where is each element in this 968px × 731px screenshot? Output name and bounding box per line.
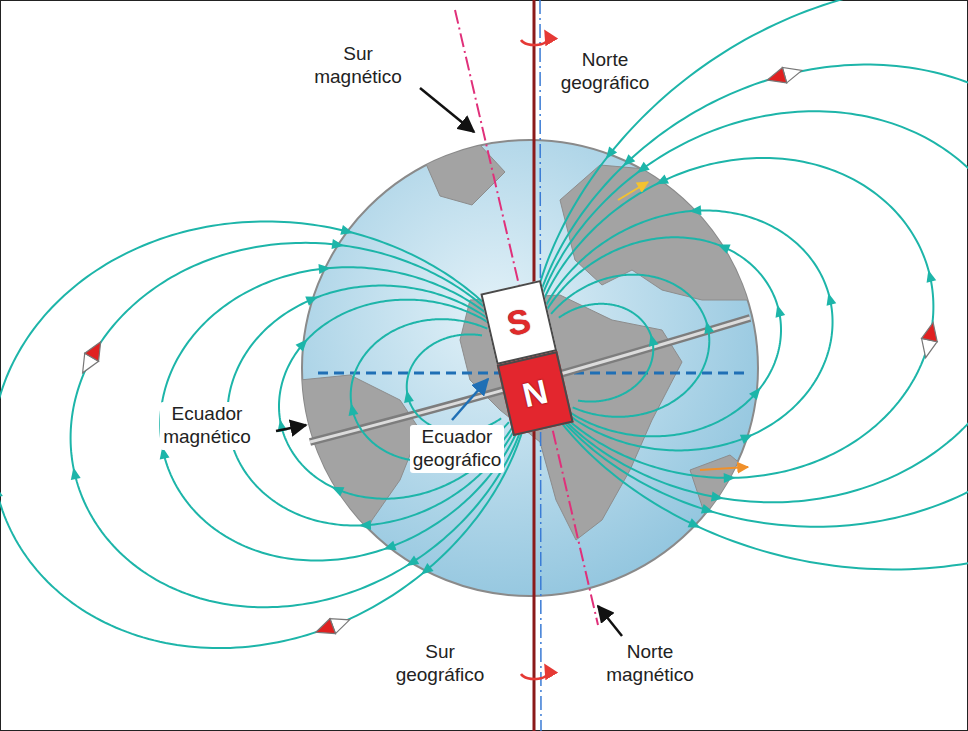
field-arrowhead (602, 146, 617, 162)
field-line (279, 300, 515, 499)
leader-line (420, 88, 474, 132)
compass-needle (76, 338, 108, 377)
diagram-label: Ecuador magnético (160, 402, 254, 450)
diagram-label: Ecuador geográfico (410, 425, 505, 473)
leader-line (276, 425, 306, 431)
field-arrowhead (329, 482, 344, 496)
south-america (300, 375, 420, 562)
field-line (227, 286, 517, 526)
field-arrowhead (740, 430, 755, 444)
field-arrowhead (404, 555, 419, 570)
field-line (535, 65, 968, 527)
greenland (420, 145, 505, 205)
compass-needle (765, 63, 804, 88)
leader-line (598, 606, 622, 636)
field-arrowhead (402, 389, 414, 403)
diagram-label: Sur magnético (311, 42, 405, 90)
small-arrow (618, 182, 648, 200)
rotation-arrow-bottom (521, 670, 549, 679)
field-line (545, 237, 781, 436)
field-line (71, 243, 523, 607)
small-arrow (700, 467, 748, 470)
field-arrowhead (634, 162, 650, 177)
compass-needle (313, 612, 352, 640)
field-arrowhead (716, 240, 731, 254)
field-line (539, 158, 933, 478)
needle-red (765, 67, 787, 87)
compass-needle (918, 321, 941, 360)
field-line (551, 275, 709, 417)
field-lines (0, 0, 968, 648)
field-arrowhead (701, 504, 715, 517)
field-arrowhead (654, 175, 669, 189)
australia (690, 455, 760, 520)
earth-globe (302, 140, 758, 596)
field-arrowhead (305, 292, 320, 306)
diagram-label: Norte geográfico (558, 48, 653, 96)
field-arrowhead (689, 205, 702, 216)
field-arrowhead (620, 154, 636, 170)
field-arrowhead (688, 518, 703, 532)
field-arrowhead (646, 333, 659, 347)
field-arrowhead (359, 520, 371, 530)
needle-red (922, 321, 941, 342)
compass-needles (76, 63, 941, 640)
field-arrowhead (332, 239, 345, 251)
field-arrowhead (296, 336, 311, 352)
leader-line (452, 379, 488, 420)
field-arrowhead (824, 292, 837, 306)
field-arrowhead (772, 303, 785, 317)
field-arrowhead (69, 466, 81, 480)
diagram-label: Sur geográfico (393, 640, 488, 688)
needle-red (85, 338, 108, 362)
field-line (407, 334, 501, 432)
field-arrowhead (382, 541, 397, 554)
field-arrowhead (749, 384, 764, 400)
rotation-arrow-top (521, 36, 549, 45)
field-arrowhead (0, 484, 3, 498)
field-line (537, 111, 968, 502)
field-arrowhead (340, 225, 354, 238)
field-arrowhead (724, 473, 736, 483)
field-arrowhead (346, 402, 358, 416)
field-arrowhead (924, 269, 937, 283)
field-line (543, 210, 833, 450)
field-arrowhead (711, 492, 724, 504)
magnetic-axis (455, 10, 598, 625)
magnet-pole-letter: S (503, 301, 534, 344)
magnet-pole-letter: N (519, 372, 552, 416)
field-arrowhead (701, 320, 714, 334)
needle-red (313, 619, 335, 640)
field-arrowhead (418, 563, 434, 578)
continents (300, 145, 760, 562)
field-line (533, 0, 968, 569)
field-line (559, 304, 653, 402)
diagram-label: Norte magnético (603, 640, 697, 688)
field-arrowhead (318, 263, 331, 274)
field-line (0, 221, 524, 648)
